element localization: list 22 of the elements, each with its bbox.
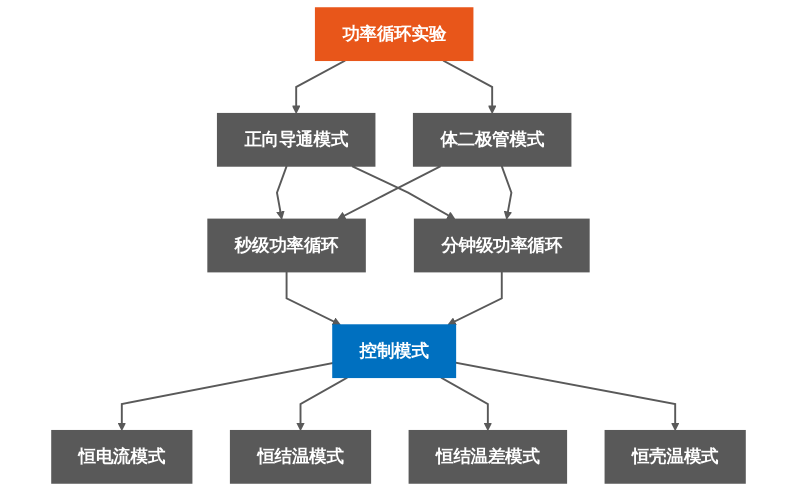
arrow — [285, 272, 340, 326]
arrow — [447, 272, 502, 326]
arrow — [500, 166, 512, 220]
node-box: 分钟级功率循环 — [413, 218, 590, 272]
node-box: 秒级功率循环 — [206, 218, 366, 272]
node-box: 恒电流模式 — [50, 430, 192, 484]
node-box: 恒壳温模式 — [604, 430, 746, 484]
arrow — [117, 362, 332, 431]
arrow — [351, 165, 455, 220]
node-box: 恒结温差模式 — [408, 430, 567, 484]
arrow — [275, 166, 287, 220]
arrow — [440, 376, 492, 431]
arrow — [454, 362, 679, 431]
node-box: 功率循环实验 — [314, 7, 473, 62]
arrow — [291, 60, 346, 114]
arrow — [442, 60, 496, 114]
arrow — [296, 376, 348, 431]
node-box: 恒结温模式 — [229, 430, 371, 484]
node-box: 正向导通模式 — [216, 112, 375, 167]
arrow — [336, 165, 440, 220]
node-box: 控制模式 — [332, 324, 456, 378]
node-box: 体二极管模式 — [412, 112, 571, 167]
